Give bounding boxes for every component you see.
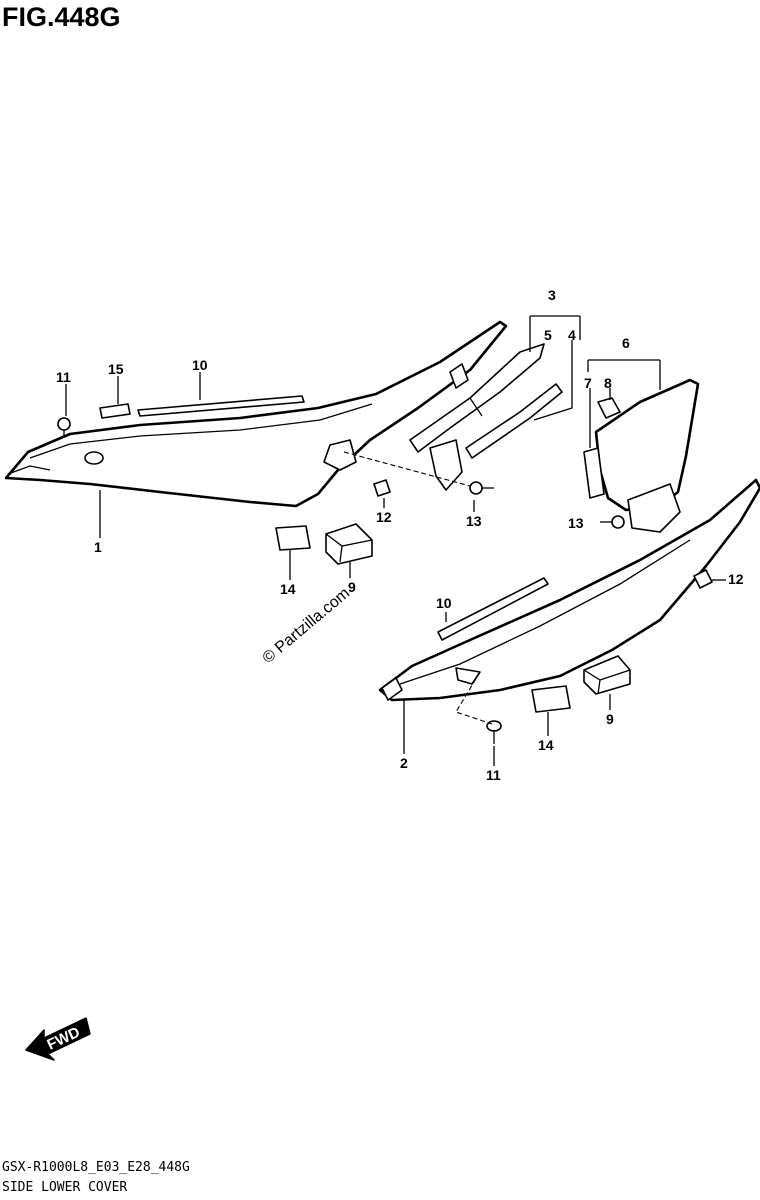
part-1-mount-tab [323, 439, 357, 471]
callout-5: 5 [544, 327, 552, 343]
dashed-assembly-lines [343, 451, 493, 725]
part-4-trim [465, 383, 563, 459]
part-8-pad [597, 397, 621, 419]
part-14-pad-right [531, 685, 571, 713]
leader-lines [65, 315, 726, 766]
part-13-bolt-right [600, 515, 625, 529]
callout-8: 8 [604, 375, 612, 391]
watermark: © Partzilla.com [260, 585, 354, 667]
callout-11-lower: 11 [486, 767, 501, 783]
part-14-pad-left [275, 525, 311, 551]
part-1-hole [84, 451, 104, 465]
part-2-right-side-lower-cover [378, 478, 760, 702]
callout-13-right: 13 [568, 515, 584, 531]
callout-14-right: 14 [538, 737, 554, 753]
part-11-screw-upper [57, 417, 71, 438]
section-name: SIDE LOWER COVER [2, 1180, 128, 1195]
part-13-bolt-center [469, 481, 494, 495]
part-1-left-side-lower-cover [4, 320, 508, 508]
callout-11-upper: 11 [56, 369, 71, 385]
forward-arrow-icon: FWD [25, 1017, 91, 1061]
callout-4: 4 [568, 327, 576, 343]
part-6-side-cover [594, 378, 700, 533]
callout-12-left: 12 [376, 509, 392, 525]
callout-13-center: 13 [466, 513, 482, 529]
callout-6: 6 [622, 335, 630, 351]
bracket [429, 439, 463, 491]
callout-labels: 1 2 3 4 5 6 7 8 9 9 10 10 11 11 12 12 13… [56, 287, 744, 783]
callout-3: 3 [548, 287, 556, 303]
part-15-pad [99, 403, 131, 419]
callout-14-left: 14 [280, 581, 296, 597]
callout-12-right: 12 [728, 571, 744, 587]
part-9-block-right [583, 655, 631, 695]
part-10-strip-lower [437, 577, 549, 641]
callout-2: 2 [400, 755, 408, 771]
callout-9-right: 9 [606, 711, 614, 727]
callout-10-lower: 10 [436, 595, 452, 611]
part-12-nut-left [373, 479, 391, 497]
part-10-strip-upper [137, 395, 305, 417]
part-12-nut-right [693, 569, 713, 589]
callout-1: 1 [94, 539, 102, 555]
part-11-screw-lower [486, 720, 502, 744]
callout-10-upper: 10 [192, 357, 208, 373]
model-code: GSX-R1000L8_E03_E28_448G [2, 1160, 190, 1175]
part-5-trim [409, 343, 545, 453]
figure-title: FIG.448G [2, 2, 121, 32]
part-7-strip [583, 447, 605, 499]
callout-15: 15 [108, 361, 124, 377]
part-9-block-left [325, 523, 373, 565]
callout-7: 7 [584, 375, 592, 391]
part-1-rear-clip [449, 363, 469, 389]
callout-9-left: 9 [348, 579, 356, 595]
